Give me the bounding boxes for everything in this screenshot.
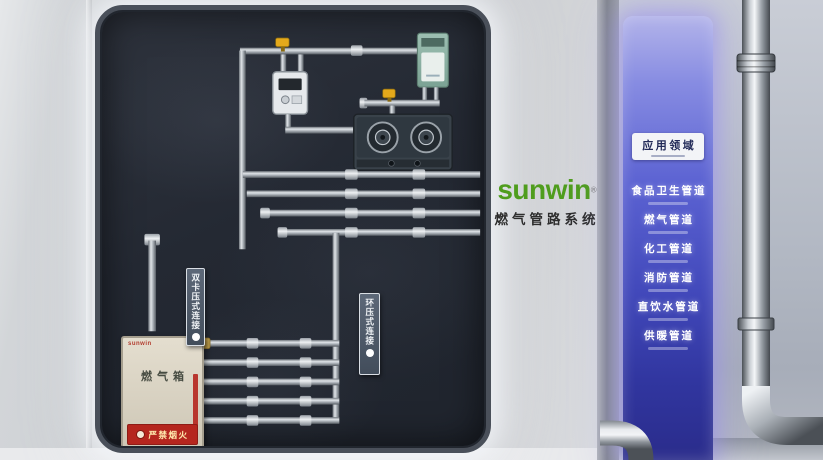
application-item: 供暖管道 xyxy=(623,328,713,357)
wall-corner-shadow xyxy=(597,0,619,460)
pipe-fan-middle xyxy=(242,169,481,238)
pipe-flange-joint xyxy=(736,53,776,73)
application-item-subtext-bar xyxy=(648,260,688,263)
application-item-list: 食品卫生管道 燃气管道 化工管道 消防管道 直饮水管道 供暖管道 xyxy=(623,183,713,357)
wall-corner-highlight xyxy=(86,0,92,460)
application-item-subtext-bar xyxy=(648,318,688,321)
gas-meter xyxy=(272,54,356,134)
brand-logo: sunwin® 燃气管路系统 xyxy=(489,176,605,228)
application-item: 食品卫生管道 xyxy=(623,183,713,212)
water-heater xyxy=(416,32,449,102)
application-title: 应用领域 xyxy=(642,139,697,152)
steel-pipe-vertical xyxy=(736,0,776,392)
demo-board-surface: sunwin 燃气箱 严禁烟火 双卡压式连接 环压式连接 xyxy=(102,12,484,446)
gas-stove xyxy=(353,113,453,171)
pipe-cabinet-drop xyxy=(144,233,160,332)
sign-text: 环压式连接 xyxy=(364,298,375,346)
application-item: 直饮水管道 xyxy=(623,299,713,328)
gas-valve-icon xyxy=(382,88,396,99)
stove-knob xyxy=(388,160,395,167)
flame-icon xyxy=(136,430,146,439)
application-item-subtext-bar xyxy=(648,202,688,205)
pipe-coupling xyxy=(737,317,775,331)
pipe-run-heater xyxy=(359,88,440,116)
stove-knob xyxy=(414,160,421,167)
pipe-network xyxy=(144,32,481,426)
demo-board-frame: sunwin 燃气箱 严禁烟火 双卡压式连接 环压式连接 xyxy=(95,5,491,453)
cabinet-label: 燃气箱 xyxy=(141,371,189,383)
meter-display xyxy=(278,78,302,91)
application-item: 燃气管道 xyxy=(623,212,713,241)
application-item-subtext-bar xyxy=(648,289,688,292)
sign-text: 双卡压式连接 xyxy=(190,273,201,330)
pipe-vertical-main xyxy=(238,50,246,250)
cabinet-brand: sunwin xyxy=(128,341,152,347)
sign-double-press-connection: 双卡压式连接 xyxy=(186,268,205,346)
application-title-card: 应用领域 xyxy=(632,133,704,160)
sign-logo-icon xyxy=(365,348,374,357)
steel-pipes xyxy=(600,0,823,460)
application-item-subtext-bar xyxy=(648,231,688,234)
application-item: 消防管道 xyxy=(623,270,713,299)
pipe-run-top xyxy=(239,37,422,56)
cabinet-warning-text: 严禁烟火 xyxy=(148,429,189,440)
pipe-fan-lower xyxy=(199,232,340,426)
application-panel: 应用领域 食品卫生管道 燃气管道 化工管道 消防管道 直饮水管道 xyxy=(623,16,713,460)
brand-name-row: sunwin® xyxy=(489,176,605,204)
cabinet-warning-band: 严禁烟火 xyxy=(127,424,198,445)
steel-pipe-elbow-right xyxy=(742,386,823,445)
cabinet-red-stripe xyxy=(193,374,198,430)
gas-cabinet: sunwin 燃气箱 严禁烟火 xyxy=(121,336,204,446)
brand-subtitle: 燃气管路系统 xyxy=(494,212,600,227)
registered-mark-icon: ® xyxy=(590,185,597,195)
application-item: 化工管道 xyxy=(623,241,713,270)
brand-name: sunwin xyxy=(497,174,591,205)
application-title-subtext-bar xyxy=(651,154,685,157)
gas-valve-icon xyxy=(275,37,290,48)
sign-ring-press-connection: 环压式连接 xyxy=(359,293,380,375)
steel-pipe-elbow-left xyxy=(600,420,654,460)
sign-logo-icon xyxy=(191,333,200,341)
application-item-subtext-bar xyxy=(648,347,688,350)
